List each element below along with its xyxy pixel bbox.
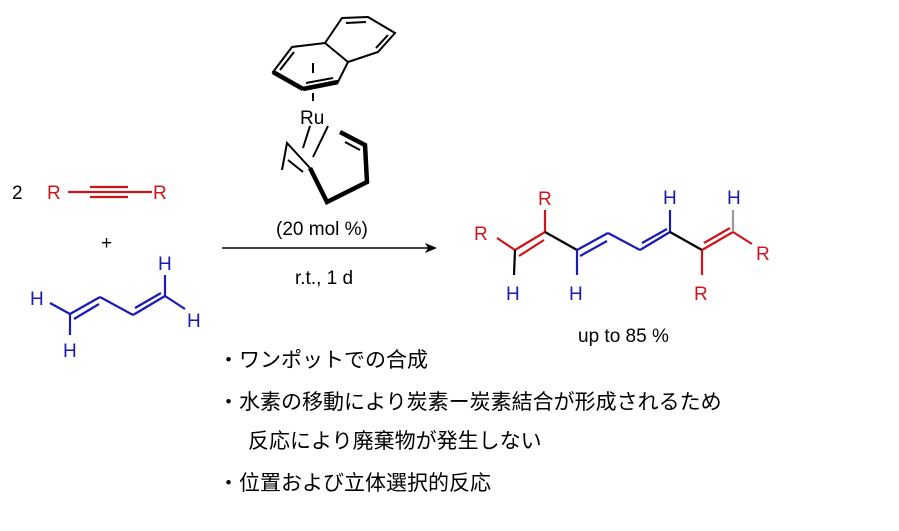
product-h: H [663,188,677,209]
diene-h: H [187,311,201,332]
bullet-hydrogen-transfer: ・水素の移動により炭素ー炭素結合が形成されるため [218,390,722,414]
plus-sign: + [101,233,112,254]
product-h: H [727,188,741,209]
product-h: H [506,284,520,305]
alkyne-r-left: R [47,183,61,204]
product-r: R [694,284,708,305]
ruthenium-label: Ru [300,108,324,129]
product-r: R [756,244,770,265]
diene-h: H [30,289,44,310]
catalyst-loading: (20 mol %) [276,219,368,240]
arrow-head-icon [425,243,437,253]
coefficient: 2 [12,183,23,204]
naphthalene-ligand [271,15,397,101]
bullet-selectivity: ・位置および立体選択的反応 [218,471,491,495]
bullet-one-pot: ・ワンポットでの合成 [218,348,428,372]
butadiene [49,275,186,335]
product-triene [496,210,753,276]
reaction-conditions: r.t., 1 d [295,268,353,289]
diene-h: H [63,341,77,362]
diene-h: H [158,254,172,275]
product-yield: up to 85 % [578,326,669,347]
bullet-no-waste: 反応により廃棄物が発生しない [248,429,542,453]
product-h: H [569,284,583,305]
alkyne-r-right: R [153,183,167,204]
product-r: R [538,189,552,210]
cyclooctadiene-ligand [281,125,370,206]
alkyne [68,185,152,199]
product-r: R [474,224,488,245]
